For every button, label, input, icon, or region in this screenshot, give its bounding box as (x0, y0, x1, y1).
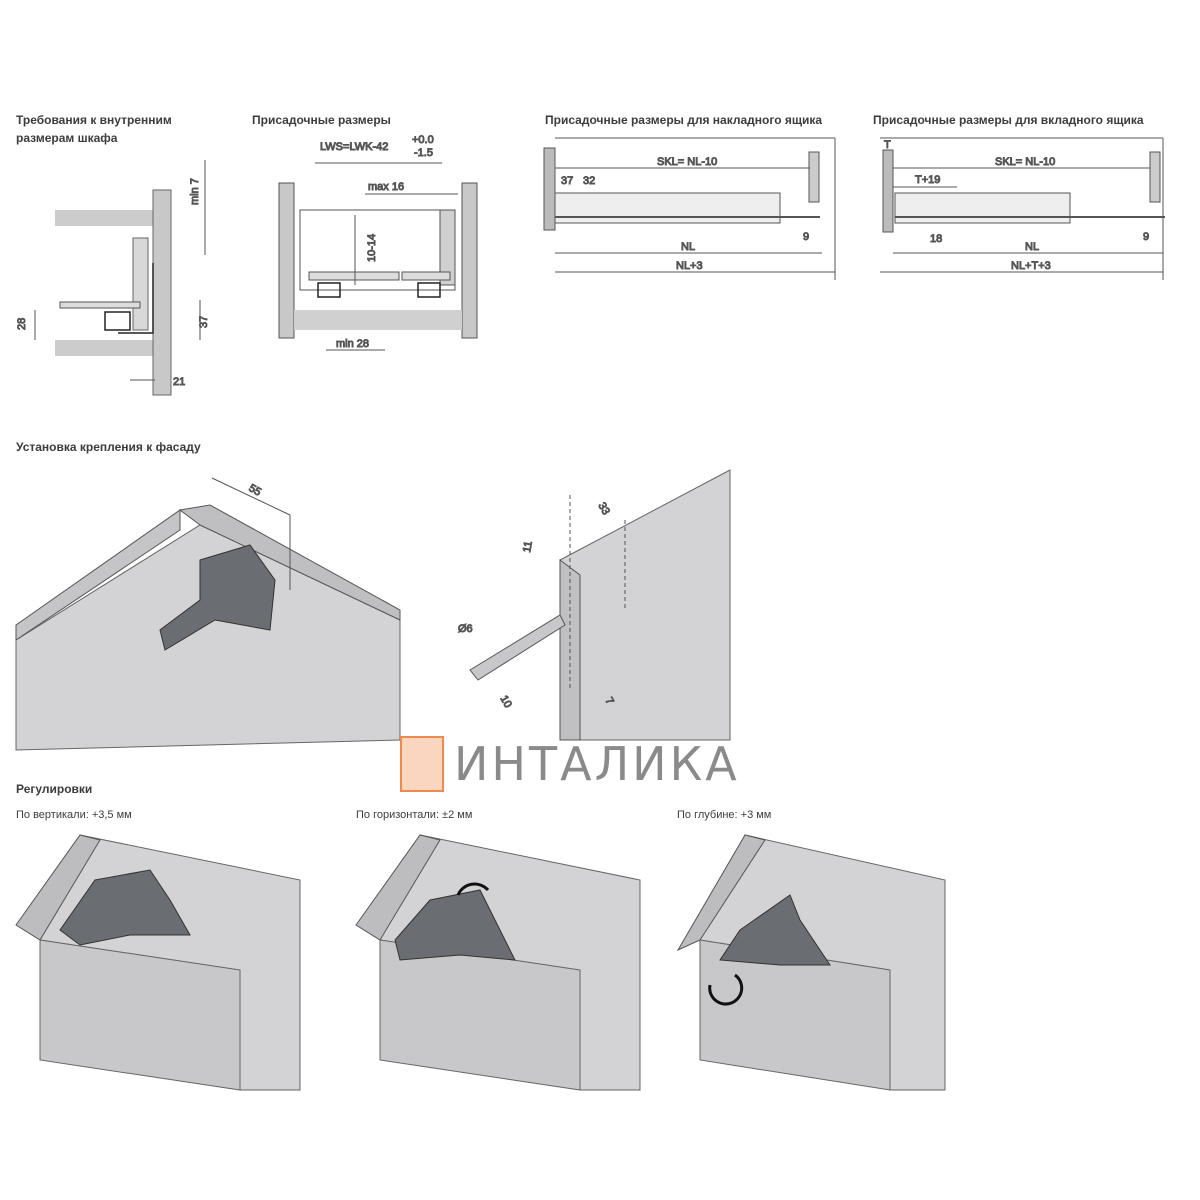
dim-32: 32 (583, 175, 595, 187)
dim-min7: min 7 (189, 178, 201, 205)
dim-max16: max 16 (368, 181, 404, 193)
dim-28: 28 (16, 318, 28, 330)
dim-9: 9 (1143, 231, 1149, 243)
adjust-depth-drawing (676, 834, 946, 1091)
dim-11: 11 (521, 540, 535, 553)
adjustments-title: Регулировки (16, 782, 93, 796)
adjust-depth-label: По глубине: +3 мм (677, 809, 772, 821)
dim-33: 33 (595, 501, 612, 518)
dim-tol-plus: +0.0 (412, 134, 434, 146)
dim-55: 55 (247, 482, 264, 499)
dim-diameter6: Ø6 (458, 623, 473, 635)
dim-lws: LWS=LWK-42 (320, 141, 388, 153)
dim-nl: NL (681, 241, 695, 253)
overlay-drawer-title: Присадочные размеры для накладного ящика (545, 113, 823, 127)
dim-9: 9 (803, 231, 809, 243)
mounting-section-drawing: LWS=LWK-42 +0.0 -1.5 max 16 10-14 min 28 (278, 134, 478, 351)
title-line: размерам шкафа (16, 131, 118, 145)
dim-tol-minus: -1.5 (414, 147, 433, 159)
front-mount-drawing: 55 33 11 Ø6 10 7 (15, 469, 731, 751)
cabinet-requirements-title: Требования к внутренним размерам шкафа (16, 111, 172, 147)
inset-drawer-title: Присадочные размеры для вкладного ящика (873, 113, 1144, 127)
logo-text: ИНТАЛИКА (454, 737, 740, 791)
dim-t: T (884, 139, 891, 151)
dim-37: 37 (561, 175, 573, 187)
cabinet-section-drawing: min 7 28 37 21 (16, 160, 211, 396)
overlay-drawer-drawing: SKL= NL-10 37 32 NL NL+3 9 (543, 137, 836, 280)
dim-18: 18 (930, 233, 942, 245)
title-line: Требования к внутренним (16, 113, 172, 127)
adjust-vertical-label: По вертикали: +3,5 мм (16, 809, 132, 821)
logo-mark-icon (400, 736, 444, 792)
watermark-logo: ИНТАЛИКА (400, 736, 740, 792)
dim-21: 21 (173, 376, 185, 388)
dim-nl3: NL+3 (676, 260, 703, 272)
dim-min28: min 28 (336, 338, 369, 350)
dim-37: 37 (198, 316, 210, 328)
dim-t19: T+19 (915, 174, 940, 186)
adjust-horizontal-label: По горизонтали: ±2 мм (356, 809, 473, 821)
front-mounting-title: Установка крепления к фасаду (16, 440, 201, 454)
adjust-vertical-drawing (15, 834, 301, 1091)
dim-skl: SKL= NL-10 (995, 156, 1055, 168)
mounting-dims-title: Присадочные размеры (252, 113, 391, 127)
dim-nlt3: NL+T+3 (1011, 260, 1051, 272)
inset-drawer-drawing: T SKL= NL-10 T+19 18 NL NL+T+3 9 (880, 137, 1165, 280)
dim-skl: SKL= NL-10 (657, 156, 717, 168)
dim-nl: NL (1025, 241, 1039, 253)
adjust-horizontal-drawing (355, 834, 641, 1091)
dim-10-14: 10-14 (366, 234, 378, 262)
dim-10: 10 (497, 694, 514, 711)
